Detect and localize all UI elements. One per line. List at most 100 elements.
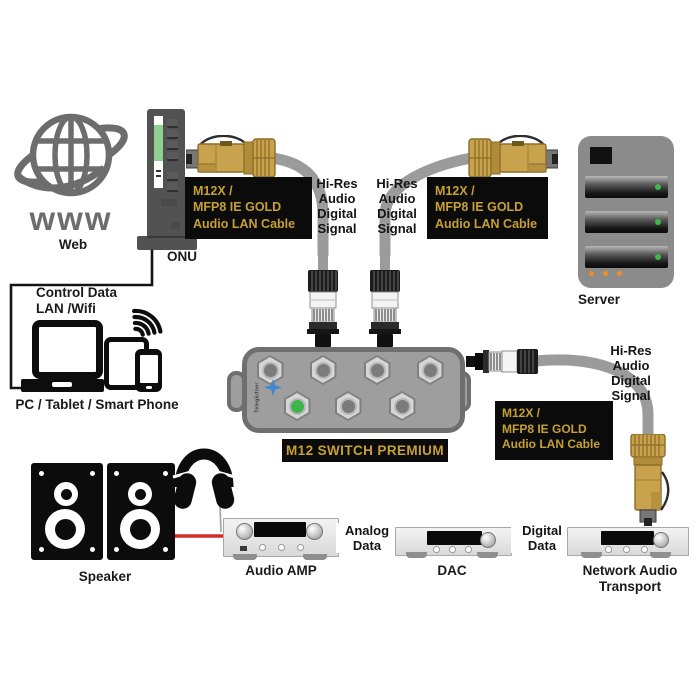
lan-cable-right	[379, 152, 478, 260]
cable-label-line1: M12X /	[502, 406, 541, 420]
server-drive-bay	[585, 211, 668, 233]
server-led-dot	[617, 271, 622, 276]
amp-button	[278, 544, 285, 551]
signal-line2: Audio	[612, 358, 650, 374]
amp-label: Audio AMP	[245, 563, 317, 578]
amp-knob-left	[236, 523, 253, 540]
lan-cable-left	[266, 152, 329, 260]
dac-button	[449, 546, 456, 553]
signal-line4: Signal	[377, 221, 417, 237]
speaker-label: Speaker	[78, 569, 132, 584]
nat-knob	[653, 532, 669, 548]
cable-label-line1: M12X /	[193, 184, 233, 198]
digital-line2: Data	[527, 538, 557, 554]
server-led-dot	[589, 271, 594, 276]
amp-power-switch	[240, 546, 247, 551]
digital-line1: Digital	[522, 523, 562, 538]
cable-label-box-right: M12X / MFP8 IE GOLD Audio LAN Cable	[427, 177, 548, 239]
m12-connector-side	[466, 349, 538, 374]
cable-label-line3: Audio LAN Cable	[435, 216, 538, 231]
signal-line4: Signal	[611, 388, 651, 404]
cable-label-line1: M12X /	[435, 184, 475, 198]
wifi-icon	[131, 308, 163, 337]
switch-port	[416, 355, 444, 385]
server-drive-bay	[585, 176, 668, 198]
dac-button	[465, 546, 472, 553]
switch-port	[363, 355, 391, 385]
cable-label-line3: Audio LAN Cable	[193, 216, 296, 231]
signal-line3: Digital	[317, 206, 357, 222]
server-label: Server	[578, 292, 621, 307]
onu-label: ONU	[167, 249, 197, 264]
signal-line3: Digital	[377, 206, 417, 222]
brand-name: Telegärtner	[254, 382, 261, 413]
switch-port	[309, 355, 337, 385]
dac-label: DAC	[437, 563, 467, 578]
rj45-connector-right	[468, 135, 558, 178]
switch-port-active	[283, 391, 311, 421]
dac-button	[433, 546, 440, 553]
server-led-dot	[603, 271, 608, 276]
headphone-wire	[219, 503, 222, 533]
signal-annotation-left: Hi-Res Audio Digital Signal	[305, 176, 369, 236]
dac-display	[427, 531, 482, 545]
nat-label-line2: Transport	[598, 578, 662, 594]
signal-line4: Signal	[317, 221, 357, 237]
cable-label-line2: MFP8 IE GOLD	[193, 200, 282, 215]
rj45-connector-bottom	[630, 434, 670, 526]
server-device	[578, 136, 674, 288]
signal-annotation-right: Hi-Res Audio Digital Signal	[599, 343, 663, 403]
web-globe-icon: www	[14, 113, 128, 236]
cable-label-line3: Audio LAN Cable	[502, 437, 600, 452]
client-devices-label: PC / Tablet / Smart Phone	[15, 397, 179, 412]
switch-port	[334, 391, 362, 421]
cable-label-line2: MFP8 IE GOLD	[502, 421, 587, 436]
analog-data-label: Analog Data	[336, 523, 398, 554]
signal-line1: Hi-Res	[610, 343, 652, 358]
lan-cable-side	[530, 354, 654, 446]
web-label: Web	[58, 237, 88, 252]
cable-label-line2: MFP8 IE GOLD	[435, 200, 524, 215]
www-text: www	[28, 200, 112, 236]
speaker-right	[107, 463, 175, 560]
signal-line1: Hi-Res	[376, 176, 418, 191]
laptop-base	[21, 379, 104, 392]
nat-label: Network Audio Transport	[570, 563, 690, 594]
drive-led	[655, 219, 661, 225]
amp-button	[297, 544, 304, 551]
brand-star-icon	[264, 379, 282, 396]
signal-annotation-center: Hi-Res Audio Digital Signal	[365, 176, 429, 236]
control-data-line1: Control Data	[36, 285, 117, 300]
nat-display	[601, 531, 654, 545]
cable-label-box-left: M12X / MFP8 IE GOLD Audio LAN Cable	[185, 177, 312, 239]
amp-display	[254, 522, 306, 537]
drive-led	[655, 184, 661, 190]
rj45-connector-left	[186, 135, 276, 178]
nat-button	[623, 546, 630, 553]
nat-button	[605, 546, 612, 553]
signal-line2: Audio	[318, 191, 356, 207]
server-drive-bay	[585, 246, 668, 268]
signal-line1: Hi-Res	[316, 176, 358, 191]
drive-led	[655, 254, 661, 260]
m12-connector-right	[369, 246, 401, 358]
m12-connector-left	[307, 246, 339, 358]
nat-label-line1: Network Audio	[582, 563, 678, 578]
amp-button	[259, 544, 266, 551]
laptop-icon	[32, 320, 103, 379]
signal-line3: Digital	[611, 373, 651, 389]
speaker-left	[31, 463, 103, 560]
analog-line1: Analog	[344, 523, 390, 538]
signal-line2: Audio	[378, 191, 416, 207]
dac-knob	[480, 532, 496, 548]
switch-port	[256, 355, 284, 385]
control-data-line2: LAN /Wifi	[36, 301, 96, 316]
headphones-icon	[172, 448, 236, 509]
switch-label: M12 SWITCH PREMIUM	[282, 439, 448, 462]
switch-port	[388, 391, 416, 421]
cable-label-box-bottom: M12X / MFP8 IE GOLD Audio LAN Cable	[495, 401, 613, 460]
smartphone-icon	[135, 349, 162, 392]
nat-button	[641, 546, 648, 553]
